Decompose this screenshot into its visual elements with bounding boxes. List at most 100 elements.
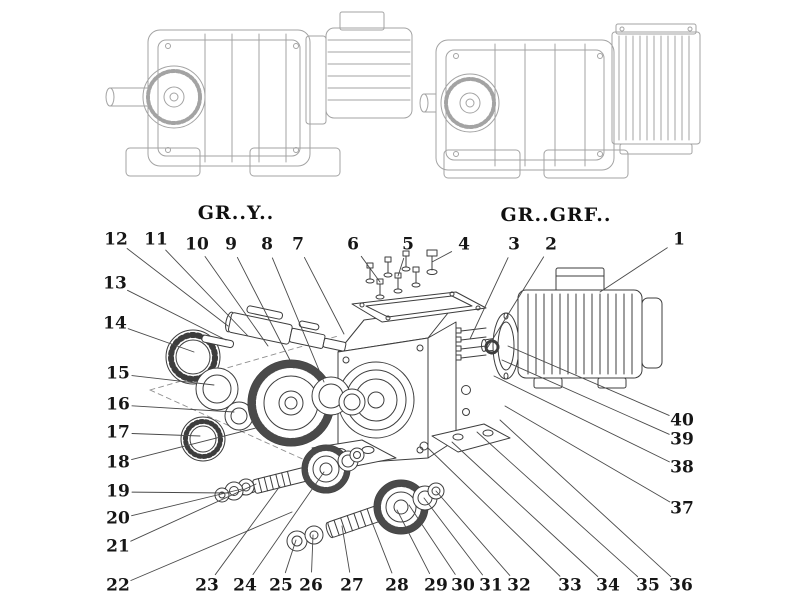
leader-line-11 — [165, 249, 249, 337]
part-number-1: 1 — [673, 229, 685, 250]
part-number-18: 18 — [106, 452, 130, 473]
output-bearing-stack — [165, 329, 366, 462]
shaft-key — [246, 305, 284, 320]
part-number-7: 7 — [292, 234, 304, 255]
leader-line-16 — [131, 405, 235, 413]
leader-line-9 — [236, 257, 295, 369]
part-number-23: 23 — [195, 575, 219, 596]
variant-label-gr-grf: GR..GRF.. — [500, 204, 612, 226]
leader-line-39 — [501, 359, 670, 435]
terminal-box — [555, 267, 605, 293]
leader-line-40 — [507, 345, 670, 416]
leader-line-5 — [397, 257, 405, 277]
part-number-31: 31 — [479, 575, 503, 596]
leader-line-29 — [396, 509, 431, 574]
leader-line-14 — [127, 328, 195, 353]
part-number-15: 15 — [106, 363, 130, 384]
part-number-3: 3 — [508, 234, 520, 255]
part-number-8: 8 — [261, 234, 273, 255]
leader-line-4 — [431, 251, 453, 263]
part-number-36: 36 — [669, 575, 693, 596]
leader-line-35 — [476, 431, 639, 578]
leader-line-13 — [127, 289, 227, 341]
leader-line-32 — [435, 490, 511, 576]
part-number-35: 35 — [636, 575, 660, 596]
top-cover — [351, 291, 487, 323]
leader-line-38 — [493, 375, 670, 463]
part-number-9: 9 — [225, 234, 237, 255]
leader-line-24 — [252, 471, 325, 575]
part-number-5: 5 — [402, 234, 414, 255]
variant-label-gr-y: GR..Y.. — [197, 202, 275, 224]
assembled-view-gr-grf — [419, 23, 701, 179]
leader-line-31 — [423, 497, 483, 576]
part-number-22: 22 — [106, 575, 130, 596]
leader-line-20 — [131, 488, 243, 517]
part-number-12: 12 — [104, 229, 128, 250]
leader-line-19 — [131, 491, 229, 494]
leader-line-6 — [360, 255, 381, 283]
leader-line-22 — [130, 511, 293, 581]
electric-motor — [481, 267, 663, 389]
lower-shaft-set — [286, 479, 445, 552]
part-number-10: 10 — [185, 234, 209, 255]
leader-line-15 — [131, 375, 215, 386]
part-number-16: 16 — [106, 394, 130, 415]
part-number-6: 6 — [347, 234, 359, 255]
part-number-13: 13 — [103, 273, 127, 294]
leader-line-27 — [341, 525, 351, 573]
leader-line-21 — [130, 483, 257, 542]
leader-line-37 — [504, 405, 671, 503]
leader-line-7 — [303, 256, 345, 335]
leader-line-30 — [408, 504, 456, 575]
leader-line-12 — [126, 248, 229, 327]
leader-line-8 — [271, 257, 325, 383]
leader-line-1 — [599, 247, 668, 293]
part-number-14: 14 — [103, 313, 127, 334]
part-number-2: 2 — [545, 234, 557, 255]
part-number-38: 38 — [670, 457, 694, 478]
breather-plug — [426, 249, 438, 257]
leader-line-17 — [131, 433, 201, 437]
input-fasteners — [455, 327, 500, 361]
part-number-21: 21 — [106, 536, 130, 557]
part-number-11: 11 — [144, 229, 168, 250]
part-number-28: 28 — [385, 575, 409, 596]
part-number-17: 17 — [106, 422, 130, 443]
gear-housing — [311, 307, 511, 469]
part-number-27: 27 — [340, 575, 364, 596]
spare-key — [201, 334, 235, 349]
output-shaft — [201, 305, 347, 352]
leader-line-33 — [427, 447, 561, 577]
part-number-29: 29 — [424, 575, 448, 596]
exploded-view — [149, 249, 663, 552]
part-number-37: 37 — [670, 498, 694, 519]
part-number-4: 4 — [458, 234, 470, 255]
leader-line-28 — [369, 516, 393, 574]
part-number-26: 26 — [299, 575, 323, 596]
leader-line-26 — [311, 534, 314, 573]
leader-line-36 — [499, 419, 672, 577]
leader-line-23 — [214, 485, 281, 576]
leader-line-34 — [451, 441, 599, 577]
leader-line-2 — [485, 256, 545, 351]
part-number-30: 30 — [451, 575, 475, 596]
part-number-24: 24 — [233, 575, 257, 596]
assembled-view-gr-y — [105, 11, 413, 177]
part-number-40: 40 — [670, 410, 694, 431]
leader-lines — [126, 247, 672, 581]
part-number-39: 39 — [670, 429, 694, 450]
leader-line-25 — [284, 539, 297, 574]
fan-cover — [641, 297, 663, 369]
part-number-32: 32 — [507, 575, 531, 596]
leader-line-10 — [204, 256, 269, 347]
part-number-34: 34 — [596, 575, 620, 596]
cover-bolts — [365, 249, 438, 300]
part-number-19: 19 — [106, 481, 130, 502]
leader-line-3 — [469, 257, 509, 340]
part-number-25: 25 — [269, 575, 293, 596]
part-number-33: 33 — [558, 575, 582, 596]
leader-line-18 — [131, 427, 257, 461]
